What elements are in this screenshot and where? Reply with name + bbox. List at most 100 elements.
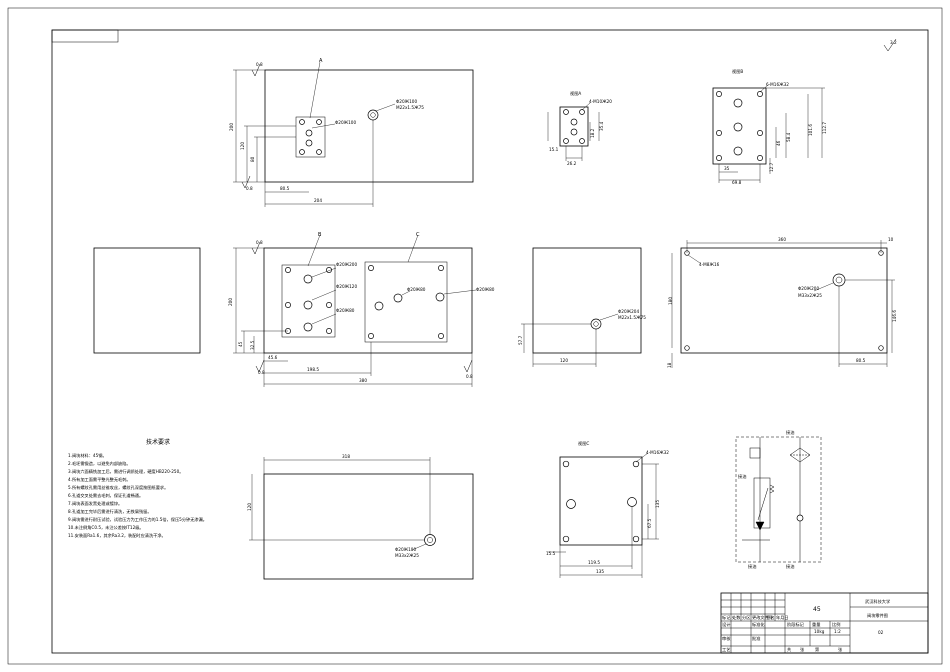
svg-text:Φ20Ж80: Φ20Ж80 <box>476 287 495 292</box>
svg-text:4.所有加工面需平整光整无毛刺。: 4.所有加工面需平整光整无毛刺。 <box>68 476 131 483</box>
svg-text:标记: 标记 <box>722 614 731 621</box>
svg-text:46: 46 <box>776 140 781 146</box>
svg-text:4-M8Ж16: 4-M8Ж16 <box>699 262 720 267</box>
svg-text:Φ20Ж200: Φ20Ж200 <box>798 286 819 291</box>
view-bottom: Φ20Ж100 M33x2Ж25 318 120 <box>247 454 474 580</box>
svg-text:9.阀块需进行耐压试验，试验压力为工作压力的1.5倍，保压5: 9.阀块需进行耐压试验，试验压力为工作压力的1.5倍，保压5分钟无渗漏。 <box>68 516 207 523</box>
view-B: 视图B 6-M16Ж32 35 69.8 12.7 46 58.4 101.6 … <box>712 68 827 185</box>
svg-text:80.5: 80.5 <box>280 186 290 191</box>
svg-text:204: 204 <box>314 198 322 203</box>
svg-text:1.阀块材料：45钢。: 1.阀块材料：45钢。 <box>68 452 107 459</box>
svg-text:120: 120 <box>560 358 568 363</box>
svg-text:Φ20Ж204: Φ20Ж204 <box>618 309 639 314</box>
svg-text:35.4: 35.4 <box>599 121 604 131</box>
material-label: 45 <box>813 606 821 613</box>
svg-text:119.5: 119.5 <box>588 560 600 565</box>
svg-text:67.5: 67.5 <box>647 518 652 528</box>
svg-text:198.5: 198.5 <box>307 367 319 372</box>
svg-text:Φ20Ж120: Φ20Ж120 <box>336 284 357 289</box>
svg-text:10kg: 10kg <box>814 629 825 634</box>
top-port-hole <box>367 109 379 121</box>
left-side-view <box>93 247 201 354</box>
check-valve-symbol <box>796 514 804 522</box>
outer-border <box>7 7 943 665</box>
svg-text:80: 80 <box>250 156 255 162</box>
svg-text:35: 35 <box>724 166 730 171</box>
svg-text:0.8: 0.8 <box>256 62 263 67</box>
svg-text:0.8: 0.8 <box>466 374 473 379</box>
svg-text:年月日: 年月日 <box>776 614 789 621</box>
svg-text:360: 360 <box>778 237 786 242</box>
svg-text:签名: 签名 <box>766 614 774 621</box>
svg-text:112.7: 112.7 <box>822 122 827 134</box>
svg-text:B: B <box>318 232 322 238</box>
drawing-number: 02 <box>878 630 884 635</box>
view-B-title: 视图B <box>732 68 743 75</box>
svg-text:比例: 比例 <box>832 621 840 628</box>
view-A: 视图A 4-M10Ж20 15.1 26.2 35.4 18.2 <box>547 90 612 166</box>
svg-text:张: 张 <box>838 646 843 653</box>
svg-text:380: 380 <box>359 378 367 383</box>
tech-requirements: 技术要求 1.阀块材料：45钢。 2.毛坯需锻造，以避免内部缺陷。 3.阀块六面… <box>68 438 207 539</box>
svg-text:接油: 接油 <box>786 563 794 570</box>
drawing-name: 阀块零件图 <box>867 612 888 619</box>
svg-text:审核: 审核 <box>722 635 731 642</box>
top-pad-hole-label: Φ20Ж100 <box>335 120 356 125</box>
svg-text:12.7: 12.7 <box>769 162 774 172</box>
svg-text:58.4: 58.4 <box>786 132 791 142</box>
university-name: 武汉科技大学 <box>865 598 890 605</box>
svg-text:120: 120 <box>240 142 245 150</box>
svg-text:0.8: 0.8 <box>256 240 263 245</box>
svg-text:26.2: 26.2 <box>567 161 577 166</box>
svg-text:80.5: 80.5 <box>856 358 866 363</box>
view-top: Φ20Ж100 M22x1.5Ж75 Φ20Ж100 A 200 120 80 … <box>229 58 474 207</box>
title-block: 标记 处数 分区 更改文件号 签名 年月日 设计 标准化 审核 工艺 批准 45… <box>720 592 929 654</box>
svg-text:57.7: 57.7 <box>518 335 523 345</box>
corner-roughness-mark: 3.2 <box>883 38 897 52</box>
svg-text:120: 120 <box>247 503 252 511</box>
svg-text:318: 318 <box>342 454 350 459</box>
top-port-label-1: Φ20Ж100 <box>396 99 417 104</box>
svg-text:接油: 接油 <box>748 563 756 570</box>
svg-text:2.毛坯需锻造，以避免内部缺陷。: 2.毛坯需锻造，以避免内部缺陷。 <box>68 460 131 467</box>
svg-text:4-M16Ж32: 4-M16Ж32 <box>646 450 669 455</box>
view-C-title: 视图C <box>578 440 589 447</box>
svg-text:200: 200 <box>228 298 233 306</box>
svg-text:15.5: 15.5 <box>546 551 556 556</box>
svg-text:10.未注倒角C0.5，未注公差按IT12级。: 10.未注倒角C0.5，未注公差按IT12级。 <box>68 524 144 531</box>
svg-text:8.孔道加工完毕后需进行清洗，无铁屑残留。: 8.孔道加工完毕后需进行清洗，无铁屑残留。 <box>68 508 152 515</box>
view-side: Φ20Ж204 M22x1.5Ж75 57.7 120 <box>518 247 646 367</box>
svg-text:Φ20Ж100: Φ20Ж100 <box>395 547 416 552</box>
svg-text:Φ20Ж200: Φ20Ж200 <box>336 262 357 267</box>
svg-text:M22x1.5Ж75: M22x1.5Ж75 <box>618 315 646 320</box>
svg-text:阶段标记: 阶段标记 <box>787 621 805 628</box>
corner-tag-box <box>51 29 119 43</box>
view-A-title: 视图A <box>570 90 581 97</box>
svg-text:接油: 接油 <box>786 429 794 436</box>
svg-text:32.5: 32.5 <box>250 340 255 350</box>
view-C: 视图C 4-M16Ж32 135 67.5 15.5 119.5 135 <box>546 440 669 578</box>
svg-text:5.所有螺纹孔需用丝锥攻丝，螺纹孔深度按图纸要求。: 5.所有螺纹孔需用丝锥攻丝，螺纹孔深度按图纸要求。 <box>68 484 168 491</box>
relief-valve-symbol <box>753 477 771 529</box>
svg-text:标准化: 标准化 <box>752 621 765 628</box>
svg-text:M33x2Ж25: M33x2Ж25 <box>395 553 419 558</box>
svg-text:10: 10 <box>888 237 894 242</box>
svg-text:3.阀块六面精铣加工后，需进行调质处理，硬度HB220-25: 3.阀块六面精铣加工后，需进行调质处理，硬度HB220-250。 <box>68 468 183 475</box>
svg-text:45: 45 <box>238 341 243 347</box>
svg-text:张: 张 <box>800 646 805 653</box>
svg-text:更改文件号: 更改文件号 <box>752 614 773 621</box>
svg-text:批准: 批准 <box>752 635 760 642</box>
svg-text:45.6: 45.6 <box>268 355 278 360</box>
svg-text:11.安装面Ra1.6，其余Ra3.2，装配时应清洗干净。: 11.安装面Ra1.6，其余Ra3.2，装配时应清洗干净。 <box>68 532 166 539</box>
svg-text:1:2: 1:2 <box>834 629 841 634</box>
tech-title: 技术要求 <box>146 438 170 446</box>
svg-text:146.6: 146.6 <box>892 310 897 322</box>
svg-text:6.孔道交叉处需去毛刺，保证孔道畅通。: 6.孔道交叉处需去毛刺，保证孔道畅通。 <box>68 492 143 499</box>
svg-text:C: C <box>416 232 420 238</box>
svg-text:135: 135 <box>655 500 660 508</box>
svg-text:M33x2Ж25: M33x2Ж25 <box>798 293 822 298</box>
top-port-label-2: M22x1.5Ж75 <box>396 105 424 110</box>
inner-frame <box>51 29 929 654</box>
svg-text:重量: 重量 <box>812 621 820 628</box>
svg-text:共: 共 <box>787 646 791 653</box>
